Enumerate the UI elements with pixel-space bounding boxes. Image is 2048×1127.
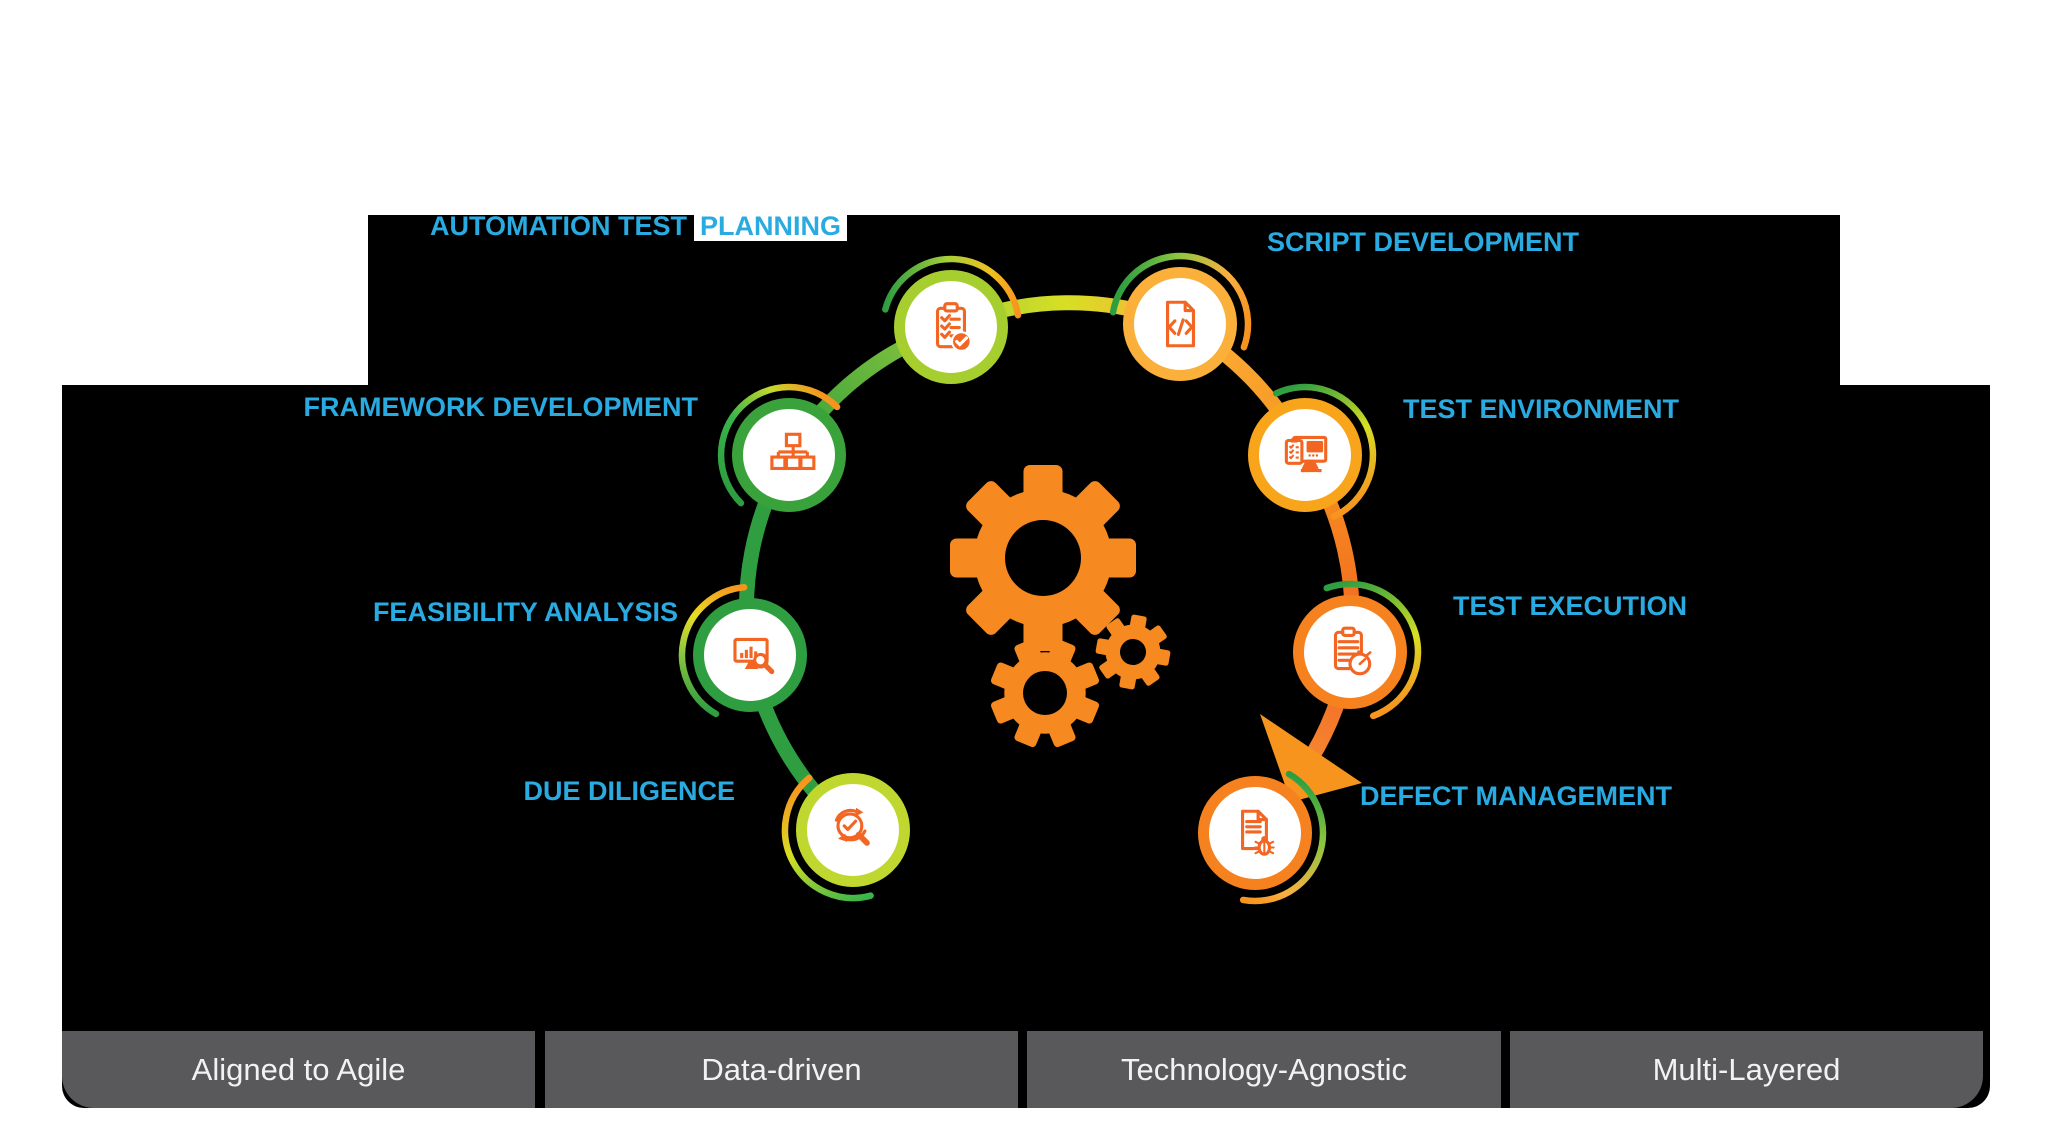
monitor-clipboard-icon [1284, 435, 1328, 473]
node-test-execution [1293, 595, 1407, 709]
node-defect-management [1198, 776, 1312, 890]
footer-label: Multi-Layered [1652, 1051, 1841, 1087]
gear-icon [1095, 614, 1171, 690]
checklist-clipboard-icon [935, 302, 972, 352]
gear-icon [950, 465, 1136, 651]
sitemap-icon [770, 432, 816, 471]
footer-label: Data-driven [701, 1051, 862, 1087]
label-test-environment: TEST ENVIRONMENT [1403, 394, 1680, 424]
flow-arrowhead [1260, 714, 1362, 802]
label-feasibility-analysis: FEASIBILITY ANALYSIS [372, 597, 678, 627]
label-defect-management: DEFECT MANAGEMENT [1360, 781, 1672, 811]
label-highlight-chip: PLANNING [694, 213, 847, 241]
footer-item-aligned-to-agile: Aligned to Agile [62, 1031, 535, 1108]
label-script-development: SCRIPT DEVELOPMENT [1267, 227, 1580, 257]
node-test-environment [1248, 398, 1362, 512]
code-file-icon [1166, 300, 1196, 348]
label-due-diligence: DUE DILIGENCE [523, 776, 735, 806]
magnifier-check-refresh-icon [834, 807, 870, 846]
label-test-execution: TEST EXECUTION [1453, 591, 1688, 621]
node-framework-development [732, 398, 846, 512]
node-due-diligence [796, 773, 910, 887]
gear-icon [990, 638, 1100, 748]
footer-item-technology-agnostic: Technology-Agnostic [1027, 1031, 1501, 1108]
document-bug-icon [1241, 809, 1275, 856]
footer-label: Aligned to Agile [191, 1051, 406, 1087]
footer-item-data-driven: Data-driven [545, 1031, 1018, 1108]
label-text: AUTOMATION TEST [430, 211, 687, 241]
node-feasibility-analysis [693, 598, 807, 712]
footer-label: Technology-Agnostic [1120, 1051, 1408, 1087]
node-automation-test-planning [894, 270, 1008, 384]
footer-item-multi-layered: Multi-Layered [1510, 1031, 1983, 1108]
label-framework-development: FRAMEWORK DEVELOPMENT [303, 392, 699, 422]
chart-magnifier-icon [733, 637, 775, 675]
node-script-development [1123, 267, 1237, 381]
clipboard-stopwatch-icon [1333, 626, 1372, 676]
